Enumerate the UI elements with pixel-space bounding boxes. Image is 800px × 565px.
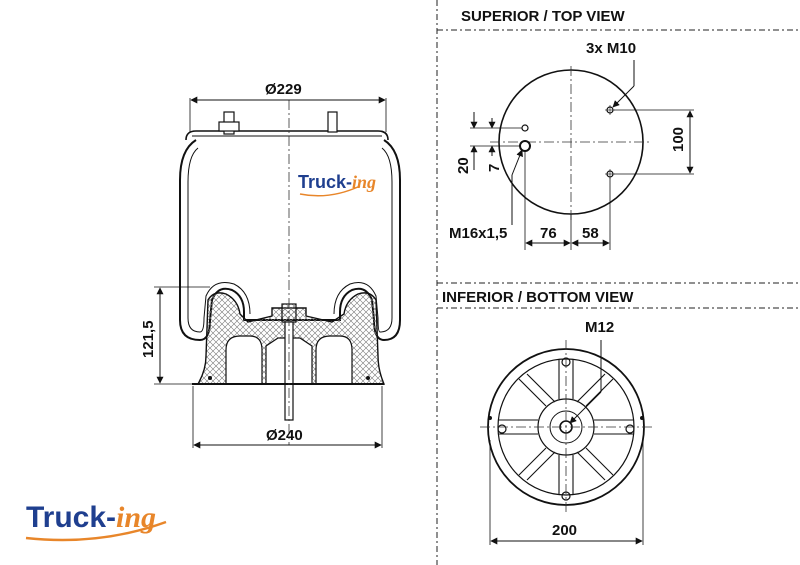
mount-hole-left: [497, 424, 507, 434]
brand-logo: Truck-ing: [25, 501, 167, 542]
thread-hole: [519, 140, 531, 152]
dim-height: 121,5: [140, 320, 157, 358]
top-view-title: SUPERIOR / TOP VIEW: [461, 8, 625, 25]
dim-76: 76: [540, 225, 557, 242]
view-separators: [436, 0, 800, 565]
bolt-hole-3: [521, 124, 529, 132]
top-plate: [185, 130, 389, 141]
dim-bottom-width: 200: [552, 522, 577, 539]
bottom-view-title: INFERIOR / BOTTOM VIEW: [442, 289, 634, 306]
dim-bottom-diameter: Ø240: [266, 427, 303, 444]
dim-7: 7: [486, 164, 503, 172]
side-view: Ø229 Ø240 121,5 Truck-ing: [140, 81, 401, 449]
dim-100: 100: [670, 127, 687, 152]
brand-logo-text: Truck-ing: [26, 501, 156, 534]
top-view: SUPERIOR / TOP VIEW 3x M10 100 20 7 M16x…: [449, 8, 694, 250]
label-bolts: 3x M10: [586, 40, 636, 57]
bellow-brand-logo: Truck-ing: [298, 172, 376, 192]
mount-hole-right: [625, 424, 635, 434]
dim-top-diameter: Ø229: [265, 81, 302, 98]
dim-58: 58: [582, 225, 599, 242]
label-thread: M16x1,5: [449, 225, 507, 242]
label-bottom-thread: M12: [585, 319, 614, 336]
dim-20: 20: [455, 157, 472, 174]
top-stud-right: [327, 111, 338, 133]
bottom-view: INFERIOR / BOTTOM VIEW M12: [442, 289, 654, 545]
